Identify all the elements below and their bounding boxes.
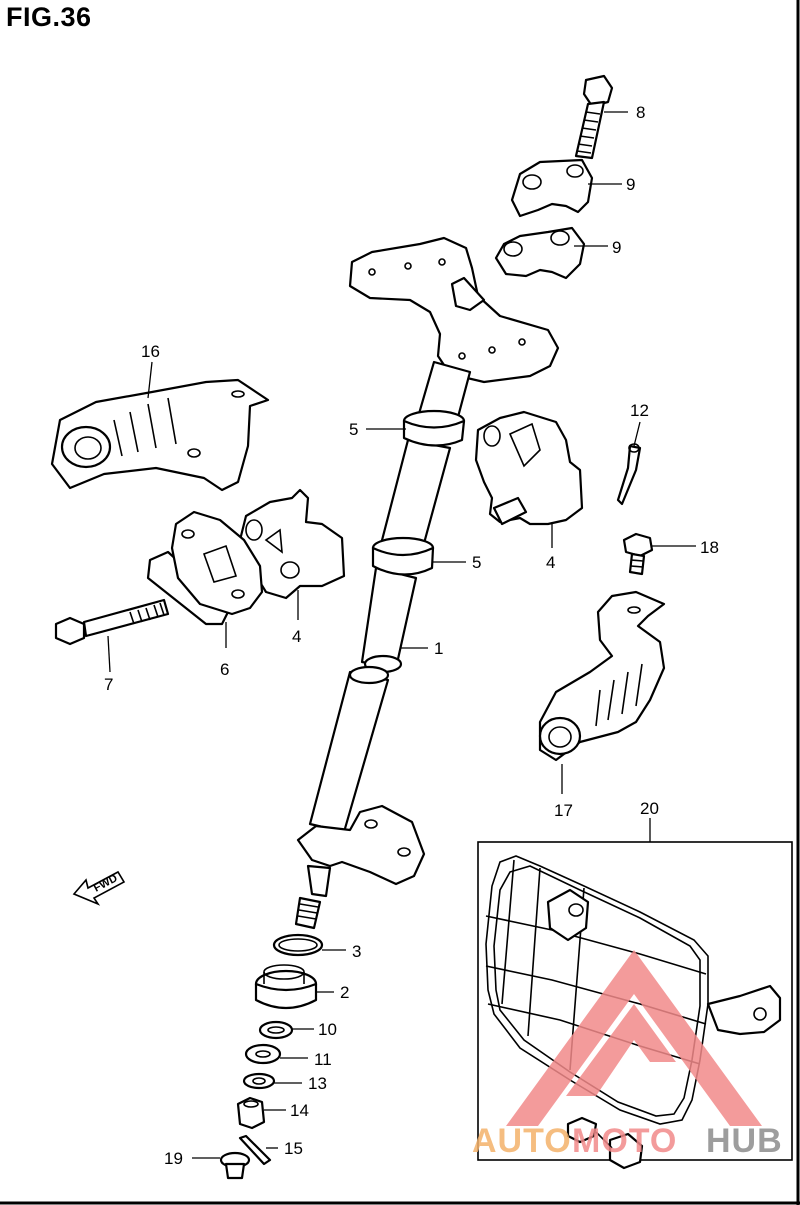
- part-18-right-bracket[interactable]: [538, 590, 666, 762]
- part-6-cushion[interactable]: [146, 510, 264, 626]
- callout-14: 14: [290, 1101, 309, 1120]
- callout-16: 19: [164, 1149, 183, 1168]
- callout-11: 10: [318, 1020, 337, 1039]
- callout-1: 1: [434, 639, 443, 658]
- callout-8: 12: [630, 401, 649, 420]
- leader-lines: [107, 111, 696, 1159]
- part-8-cotter-pin[interactable]: [616, 443, 642, 506]
- callout-3: 3: [352, 942, 361, 961]
- part-19-small-bolt[interactable]: [622, 532, 654, 576]
- callout-5-lower: 5: [472, 553, 481, 572]
- part-5-collar-lower[interactable]: [371, 536, 435, 576]
- part-17-left-bracket[interactable]: [50, 378, 270, 492]
- callout-18: 17: [554, 801, 573, 820]
- part-14-nut[interactable]: [236, 1096, 266, 1130]
- callout-12: 11: [314, 1050, 332, 1069]
- callout-4-right: 4: [546, 553, 555, 572]
- part-13-washer[interactable]: [242, 1072, 276, 1090]
- part-16-pin[interactable]: [219, 1151, 251, 1180]
- part-11-washer[interactable]: [258, 1020, 294, 1040]
- part-1-steering-shaft[interactable]: [294, 236, 560, 930]
- watermark-logo: AUTO MOTO HUB: [472, 950, 783, 1160]
- callout-9-upper: 9: [626, 175, 635, 194]
- callout-15: 15: [284, 1139, 303, 1158]
- part-20-guard[interactable]: [485, 855, 782, 1170]
- watermark-text-moto: MOTO: [572, 1122, 677, 1160]
- part-4-right-holder[interactable]: [474, 410, 584, 526]
- part-9-upper-holder[interactable]: [510, 158, 594, 218]
- part-7-long-bolt[interactable]: [54, 598, 170, 646]
- part-15-cotter-pin[interactable]: [238, 1134, 272, 1166]
- callout-17: 16: [141, 342, 160, 361]
- watermark-triangle-outer: [506, 950, 762, 1126]
- part-3-circlip[interactable]: [272, 933, 324, 957]
- callout-10: 8: [636, 103, 645, 122]
- callout-7: 7: [104, 675, 113, 694]
- part-5-collar-upper[interactable]: [402, 409, 466, 447]
- callout-6: 6: [220, 660, 229, 679]
- part-10-bolt[interactable]: [574, 74, 614, 160]
- callout-2: 2: [340, 983, 349, 1002]
- watermark-triangle-inner: [566, 1004, 676, 1096]
- callout-9-lower: 9: [612, 238, 621, 257]
- watermark-text-auto: AUTO: [472, 1122, 572, 1160]
- callout-19: 18: [700, 538, 719, 557]
- callout-20: 20: [640, 799, 659, 818]
- callout-4-left: 4: [292, 627, 301, 646]
- fwd-arrow-icon: FWD: [72, 870, 126, 906]
- part-12-washer[interactable]: [244, 1043, 282, 1065]
- callout-5-upper: 5: [349, 420, 358, 439]
- watermark-text-hub: HUB: [706, 1122, 783, 1160]
- part-9-lower-holder[interactable]: [494, 226, 586, 280]
- figure-title: FIG.36: [6, 2, 92, 32]
- callout-13: 13: [308, 1074, 327, 1093]
- part-2-bush[interactable]: [254, 964, 318, 1010]
